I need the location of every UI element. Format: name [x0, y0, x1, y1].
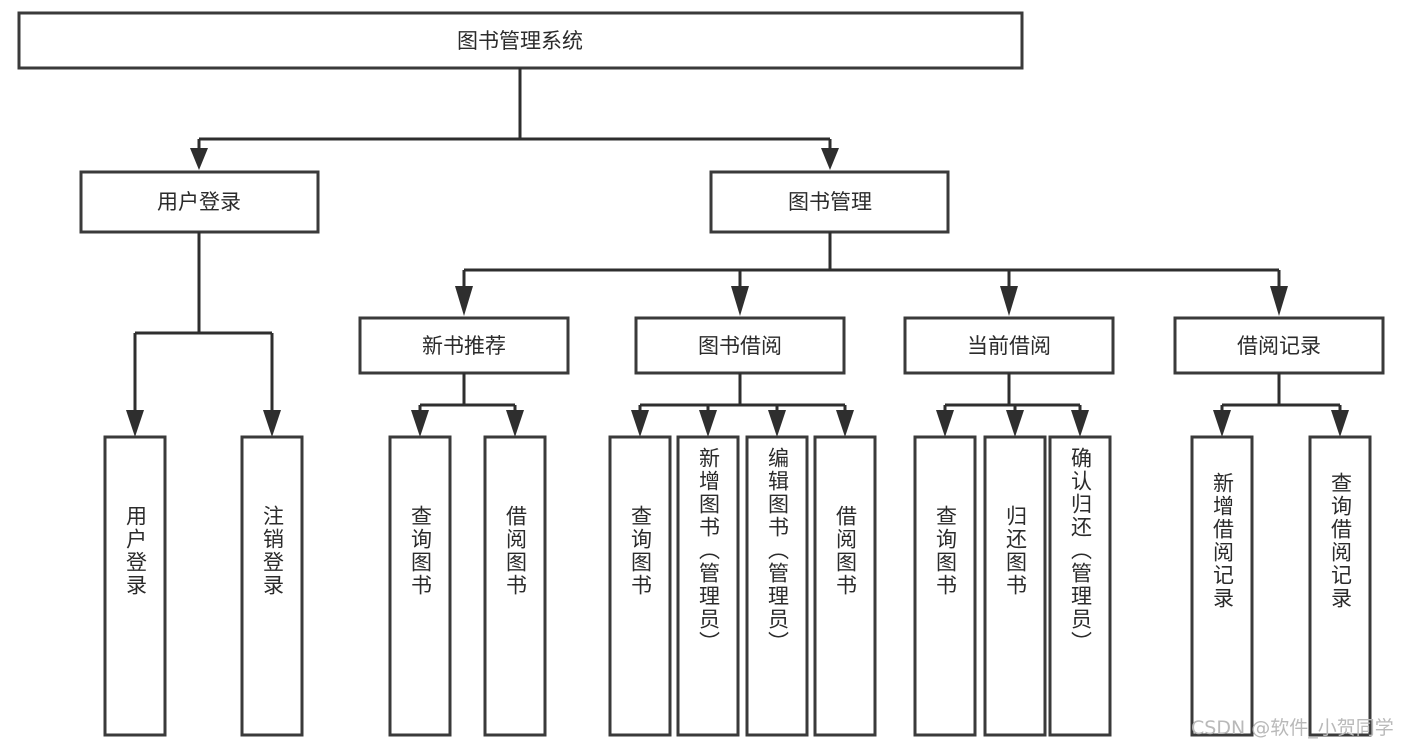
leaf-box-8[interactable]: [913, 435, 977, 737]
csdn-watermark: CSDN @软件_小贺同学: [1191, 717, 1394, 739]
leaf-box-12[interactable]: [1308, 435, 1372, 737]
node-borrow-record-box[interactable]: [1173, 316, 1385, 375]
arrowhead-leaf-8: [936, 410, 954, 437]
arrowhead-leaf-1: [263, 410, 281, 437]
node-book-borrow-box[interactable]: [634, 316, 846, 375]
leaf-box-9[interactable]: [983, 435, 1047, 737]
node-new-book-recommend-label: 新书推荐: [422, 334, 506, 358]
node-root-box[interactable]: [17, 11, 1024, 70]
arrowhead-leaf-5: [699, 410, 717, 437]
arrowhead-leaf-3: [506, 410, 524, 437]
node-book-management[interactable]: 图书管理: [709, 170, 950, 234]
arrowhead-level2-0: [190, 148, 208, 170]
node-current-borrow-label: 当前借阅: [967, 334, 1051, 358]
arrowhead-leaf-12: [1331, 410, 1349, 437]
leaf-box-0[interactable]: [103, 435, 167, 737]
leaf-box-6[interactable]: [745, 435, 809, 737]
node-user-login[interactable]: 用户登录: [79, 170, 320, 234]
leaf-box-7[interactable]: [813, 435, 877, 737]
node-borrow-record-label: 借阅记录: [1237, 334, 1321, 358]
node-book-borrow[interactable]: 图书借阅: [634, 316, 846, 375]
arrowhead-leaf-9: [1006, 410, 1024, 437]
leaf-box-5[interactable]: [676, 435, 740, 737]
leaf-box-2[interactable]: [388, 435, 452, 737]
arrowhead-leaf-0: [126, 410, 144, 437]
node-book-management-box[interactable]: [709, 170, 950, 234]
arrowhead-level3-2: [1000, 286, 1018, 316]
leaf-box-4[interactable]: [608, 435, 672, 737]
arrowhead-level3-1: [731, 286, 749, 316]
node-new-book-recommend-box[interactable]: [358, 316, 570, 375]
arrowhead-level2-1: [821, 148, 839, 170]
leaf-box-1[interactable]: [240, 435, 304, 737]
node-book-management-label: 图书管理: [788, 190, 872, 214]
arrowhead-leaf-11: [1213, 410, 1231, 437]
node-root[interactable]: 图书管理系统: [17, 11, 1024, 70]
node-user-login-label: 用户登录: [157, 190, 241, 214]
arrowhead-leaf-4: [631, 410, 649, 437]
node-borrow-record[interactable]: 借阅记录: [1173, 316, 1385, 375]
node-current-borrow[interactable]: 当前借阅: [903, 316, 1115, 375]
node-root-label: 图书管理系统: [457, 29, 583, 53]
leaf-box-10[interactable]: [1048, 435, 1112, 737]
node-new-book-recommend[interactable]: 新书推荐: [358, 316, 570, 375]
arrowhead-level3-0: [455, 286, 473, 316]
leaf-box-11[interactable]: [1190, 435, 1254, 737]
arrowhead-level3-3: [1270, 286, 1288, 316]
leaf-box-3[interactable]: [483, 435, 547, 737]
arrowhead-leaf-10: [1071, 410, 1089, 437]
arrowhead-leaf-7: [836, 410, 854, 437]
arrowhead-leaf-6: [768, 410, 786, 437]
node-book-borrow-label: 图书借阅: [698, 334, 782, 358]
arrowhead-leaf-2: [411, 410, 429, 437]
node-current-borrow-box[interactable]: [903, 316, 1115, 375]
